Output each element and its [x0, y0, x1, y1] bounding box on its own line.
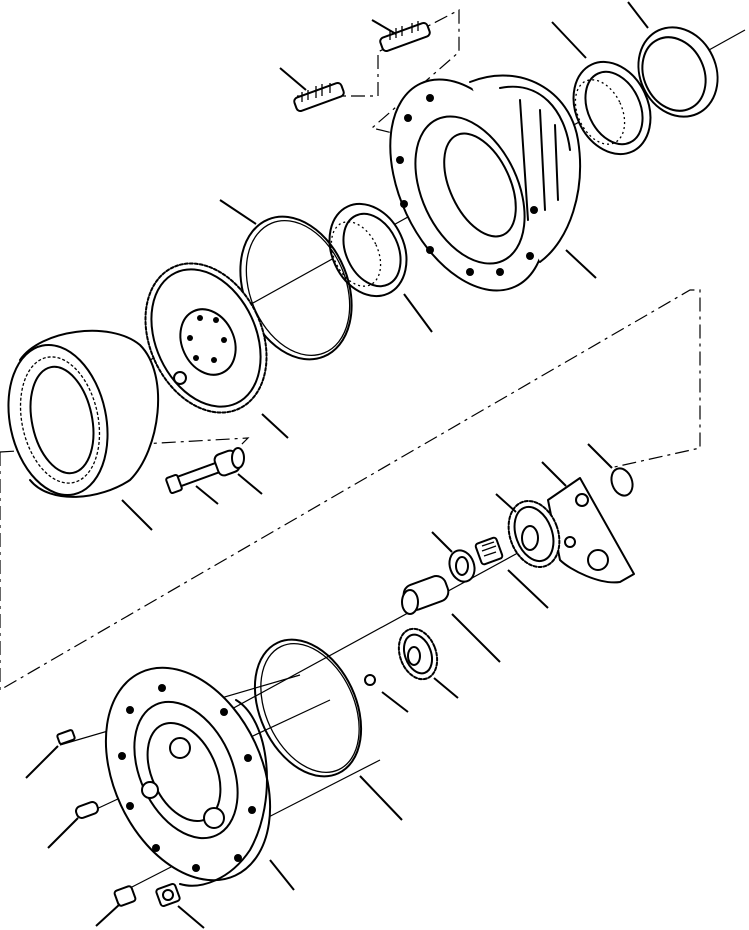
stud-upper [371, 19, 431, 53]
plug [95, 885, 137, 927]
dashed-frame-upper [297, 9, 460, 143]
needle-rollers [474, 536, 549, 609]
sun-gear [397, 627, 459, 699]
bearing-inner [328, 202, 433, 333]
bearing-outer [551, 21, 652, 156]
spacer [213, 447, 263, 495]
ball [364, 674, 409, 713]
ring-gear [7, 329, 160, 531]
thrust-washer [431, 531, 476, 583]
hub-housing [389, 74, 597, 292]
retaining-ring-small [587, 443, 634, 497]
cover-screw [25, 729, 76, 779]
o-ring [253, 638, 403, 821]
dowel-pin [47, 801, 99, 849]
planet-gear [495, 493, 561, 568]
stud-lower [279, 67, 345, 113]
tone-ring [144, 262, 289, 439]
planet-shaft [401, 575, 501, 663]
drain-plug [155, 882, 205, 929]
cover-housing [104, 666, 295, 891]
planet-carrier-plate [541, 461, 635, 584]
seal-ring [627, 1, 719, 118]
